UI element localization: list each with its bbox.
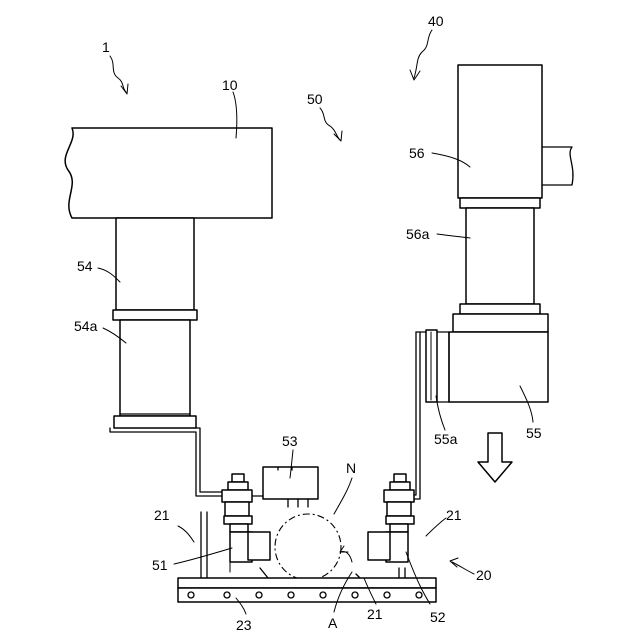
left-rod-54a [114, 320, 196, 428]
label-54: 54 [77, 258, 93, 274]
label-1: 1 [102, 39, 110, 55]
left-cylinder-54 [113, 218, 197, 320]
left-arm-10 [65, 128, 272, 218]
label-21-left: 21 [154, 507, 170, 523]
label-50: 50 [307, 91, 323, 107]
right-gripper-52 [368, 474, 414, 562]
left-bracket [110, 428, 226, 496]
label-A: A [328, 615, 338, 631]
right-bracket [406, 332, 426, 499]
label-55a: 55a [434, 431, 458, 447]
label-52: 52 [430, 609, 446, 625]
label-40: 40 [428, 13, 444, 29]
label-56a: 56a [406, 226, 430, 242]
right-motor-56 [458, 65, 573, 208]
right-rod-56a [460, 208, 540, 314]
label-55: 55 [526, 425, 542, 441]
workpiece-circle [275, 514, 341, 580]
label-N: N [346, 460, 356, 476]
label-20: 20 [476, 567, 492, 583]
right-head-55 [426, 314, 548, 402]
down-arrow [478, 433, 512, 482]
label-51: 51 [152, 557, 168, 573]
label-10: 10 [222, 77, 238, 93]
conveyor-23 [178, 578, 436, 602]
label-21-right: 21 [446, 507, 462, 523]
label-23: 23 [236, 617, 252, 633]
label-54a: 54a [74, 318, 98, 334]
label-56: 56 [409, 145, 425, 161]
label-53: 53 [282, 433, 298, 449]
label-21-bottom: 21 [367, 606, 383, 622]
